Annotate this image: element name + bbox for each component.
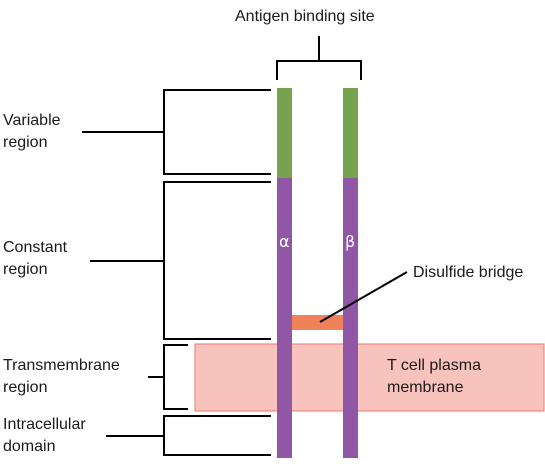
disulfide-bridge-bar (292, 315, 343, 330)
plasma-membrane-label-line1: T cell plasma (387, 357, 481, 374)
alpha-constant-segment (277, 178, 292, 458)
constant-region-bracket (90, 181, 271, 340)
intracellular-domain-label-line2: domain (3, 438, 56, 455)
transmembrane-region-label-line1: Transmembrane (3, 357, 120, 374)
beta-constant-segment (343, 178, 358, 458)
variable-region-label-line2: region (3, 134, 48, 151)
transmembrane-region-label-line2: region (3, 379, 48, 396)
disulfide-bridge-label: Disulfide bridge (413, 264, 524, 281)
variable-region-label-line1: Variable (3, 112, 61, 129)
antigen-binding-site-label: Antigen binding site (235, 8, 375, 25)
constant-region-label-line2: region (3, 261, 48, 278)
constant-region-label: Constant region (3, 237, 67, 281)
variable-region-bracket (82, 89, 271, 175)
intracellular-domain-label-line1: Intracellular (3, 416, 86, 433)
transmembrane-region-bracket (148, 344, 188, 410)
intracellular-domain-label: Intracellular domain (3, 414, 86, 458)
beta-chain-label: β (345, 232, 356, 251)
beta-variable-segment (343, 88, 358, 178)
disulfide-bridge-pointer (319, 271, 408, 323)
antigen-binding-site-bracket (276, 36, 362, 80)
plasma-membrane (194, 343, 545, 412)
alpha-chain-label: α (279, 232, 290, 251)
intracellular-domain-bracket (106, 415, 271, 456)
plasma-membrane-label-line2: membrane (387, 379, 464, 396)
transmembrane-region-label: Transmembrane region (3, 355, 120, 399)
variable-region-label: Variable region (3, 110, 61, 154)
constant-region-label-line1: Constant (3, 239, 68, 256)
alpha-variable-segment (277, 88, 292, 178)
plasma-membrane-label: T cell plasma membrane (387, 355, 481, 399)
